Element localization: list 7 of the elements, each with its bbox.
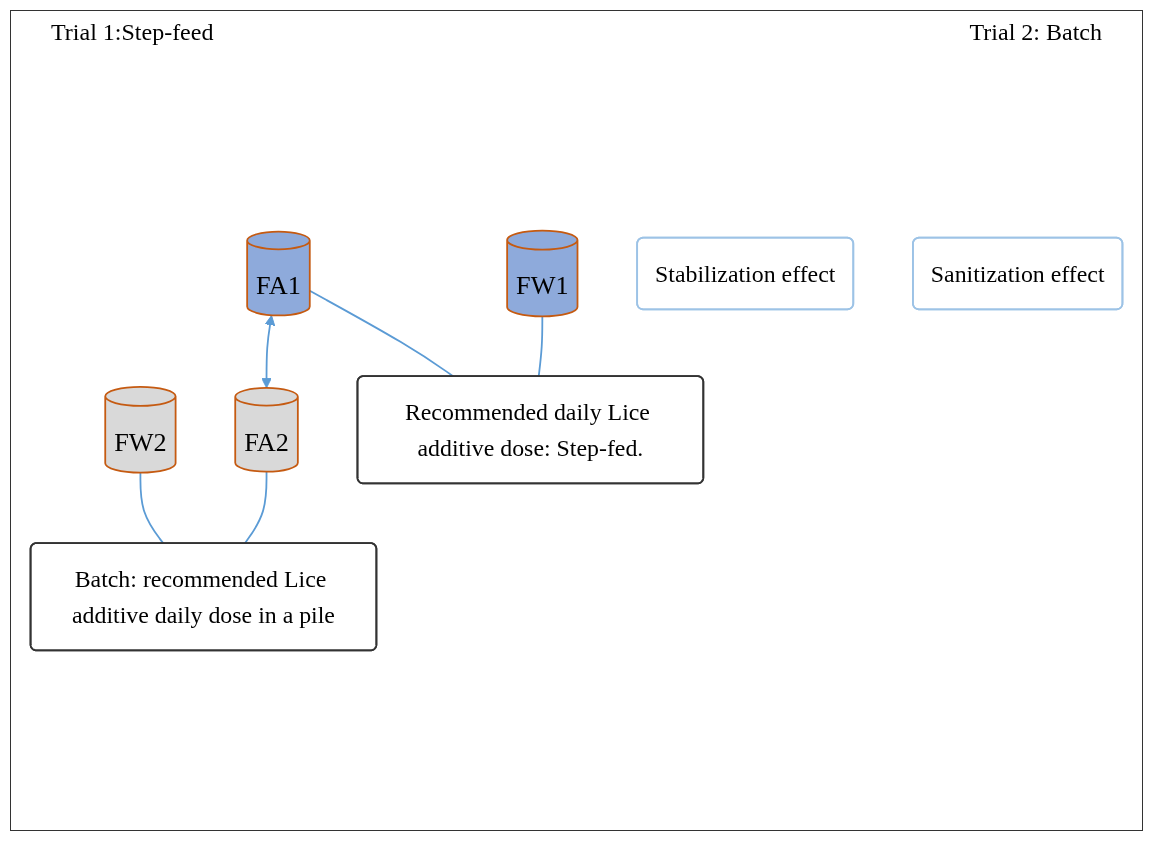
connector bbox=[139, 471, 165, 545]
trial-heading: Trial 2: Batch bbox=[969, 19, 1102, 47]
connector bbox=[308, 289, 455, 378]
connector bbox=[537, 315, 544, 378]
trial-heading: Trial 1:Step-feed bbox=[51, 19, 214, 47]
arrow bbox=[261, 315, 276, 389]
connector bbox=[243, 470, 268, 545]
